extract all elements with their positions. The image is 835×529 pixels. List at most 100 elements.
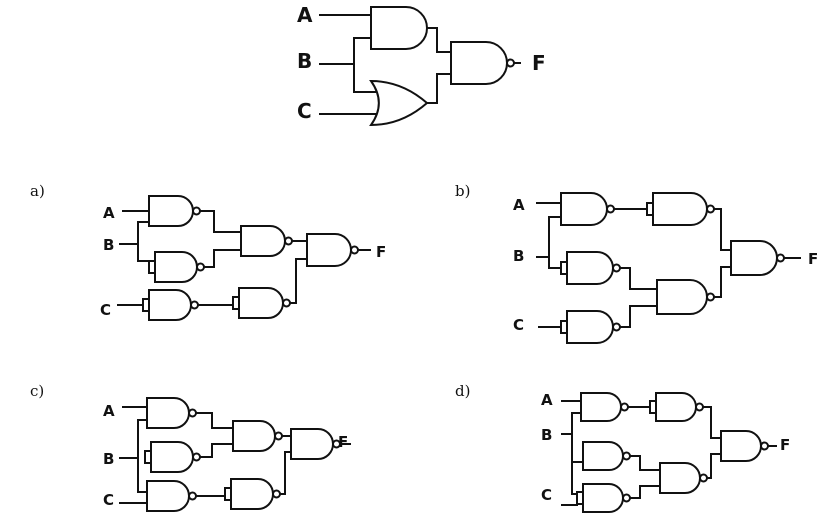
input-label-b: B: [103, 450, 114, 468]
nand-c-inverter: [142, 289, 199, 321]
gate-body: [659, 462, 701, 494]
input-label-a: A: [513, 196, 525, 214]
output-label-f: F: [532, 51, 546, 75]
inversion-bubble: [332, 439, 341, 449]
gate-body: [146, 480, 190, 512]
wire-bc-out: [713, 266, 732, 298]
output-label-f: F: [808, 250, 818, 268]
inversion-bubble: [196, 262, 205, 272]
nand-b-inverter: [560, 251, 621, 285]
output-label-f: F: [376, 243, 386, 261]
inversion-bubble: [612, 263, 621, 273]
input-label-b: B: [297, 49, 312, 73]
inversion-bubble: [620, 402, 629, 412]
input-label-b: B: [513, 247, 524, 265]
wire-binv-out: [203, 249, 242, 268]
gate-body: [582, 441, 624, 471]
inversion-bubble: [612, 322, 621, 332]
nand-mid: [232, 420, 283, 452]
input-label-c: C: [297, 99, 312, 123]
wire-ab-out: [195, 412, 234, 429]
inversion-bubble: [192, 206, 201, 216]
nand-mid-inverter: [232, 287, 291, 319]
gate-body: [730, 240, 778, 276]
inversion-bubble: [506, 58, 515, 68]
inversion-bubble: [350, 245, 359, 255]
nand-ab: [146, 397, 197, 429]
gate-body: [148, 289, 192, 321]
inversion-bubble: [706, 292, 715, 302]
wire-b-split: [548, 216, 562, 269]
inversion-bubble: [760, 441, 769, 451]
gate-body: [290, 428, 334, 460]
or-gate: [369, 79, 429, 127]
inversion-bubble: [699, 473, 708, 483]
output-nand: [306, 233, 359, 267]
gate-body: [582, 483, 624, 513]
gate-body: [580, 392, 622, 422]
wire-binv-out: [619, 267, 658, 290]
inversion-bubble: [776, 253, 785, 263]
inversion-bubble: [284, 236, 293, 246]
nand-b-inverter: [144, 441, 201, 473]
tied-inputs: [576, 491, 584, 505]
wire-midinv-out: [289, 258, 308, 304]
tied-inputs: [148, 260, 156, 274]
inversion-bubble: [188, 408, 197, 418]
gate-body: [655, 392, 697, 422]
nand-bc: [656, 279, 715, 315]
gate-body: [240, 225, 286, 257]
wire-cinv-out: [619, 305, 658, 328]
wire-binv-out: [199, 443, 234, 458]
output-label-f: F: [338, 433, 348, 451]
input-label-a: A: [297, 3, 313, 27]
input-label-c: C: [100, 301, 111, 319]
wire-bc-out: [706, 453, 722, 479]
nand-c-inverter: [576, 483, 631, 513]
nand-b: [582, 441, 631, 471]
nand-a: [580, 392, 629, 422]
gate-body: [230, 478, 274, 510]
nand-b-inverter: [148, 251, 205, 283]
tied-inputs: [232, 296, 240, 310]
gate-body: [232, 420, 276, 452]
gate-body: [566, 251, 614, 285]
inversion-bubble: [190, 300, 199, 310]
wire-b-split: [571, 412, 578, 495]
inversion-bubble: [282, 298, 291, 308]
wire-bcinv-out: [279, 451, 292, 495]
gate-body: [150, 441, 194, 473]
nand-bc-inverter: [224, 478, 281, 510]
wire-and-out: [426, 27, 452, 53]
input-label-a: A: [103, 402, 115, 420]
and-gate: [370, 6, 428, 50]
gate-body: [370, 6, 428, 50]
gate-body: [656, 279, 708, 315]
top-circuit: AB C F: [297, 3, 546, 127]
input-label-b: B: [103, 236, 114, 254]
tied-inputs: [224, 487, 232, 501]
wire-top-out: [713, 208, 732, 251]
output-nand: [720, 430, 769, 462]
gate-body: [369, 79, 429, 127]
gate-body: [652, 192, 708, 226]
gate-body: [450, 41, 508, 85]
wire-or-out: [426, 73, 452, 104]
output-nand: [290, 428, 341, 460]
tied-inputs: [144, 450, 152, 464]
gate-body: [154, 251, 198, 283]
inversion-bubble: [192, 452, 201, 462]
input-label-c: C: [513, 316, 524, 334]
input-label-c: C: [541, 486, 552, 504]
inversion-bubble: [272, 489, 281, 499]
output-label-f: F: [780, 436, 790, 454]
output-nand: [730, 240, 785, 276]
output-nand-gate: [450, 41, 515, 85]
wire-b-out: [629, 455, 661, 471]
inversion-bubble: [622, 493, 631, 503]
nand-ab-inverter: [646, 192, 715, 226]
